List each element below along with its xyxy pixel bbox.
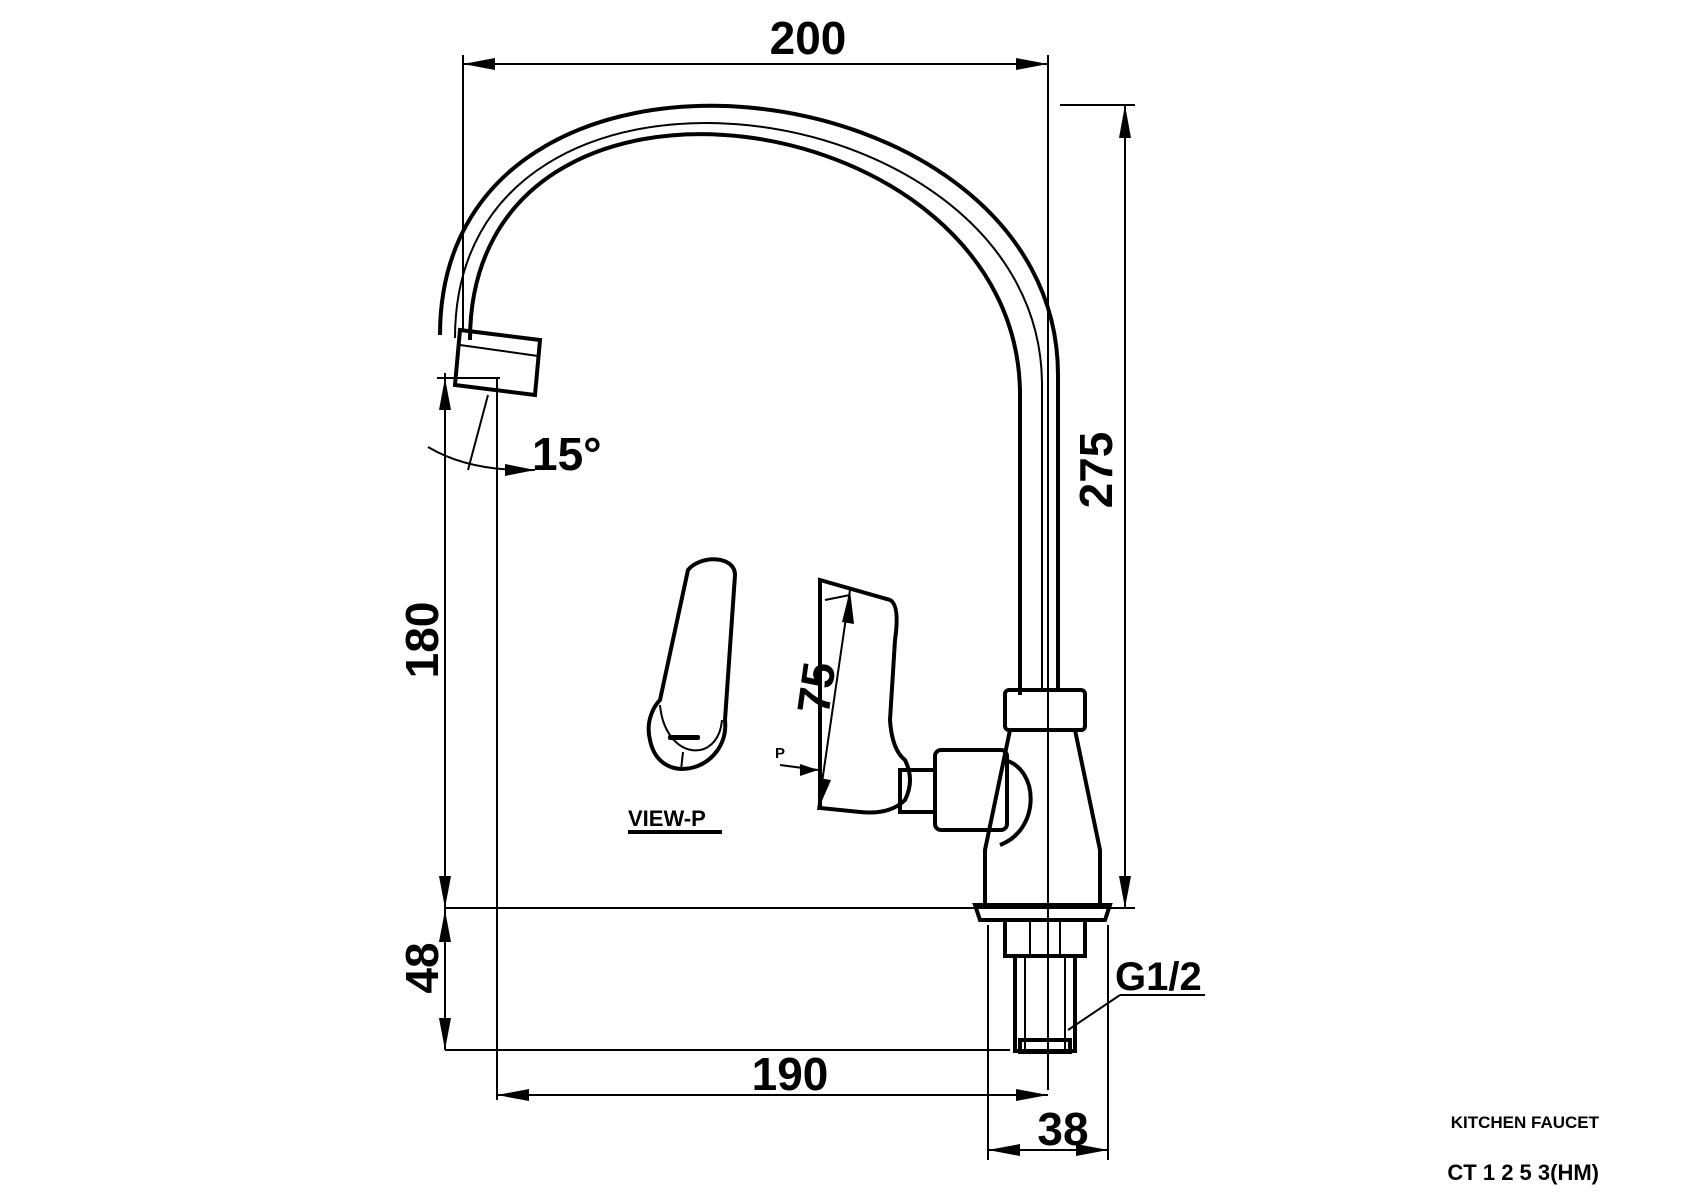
view-p-label: VIEW-P: [628, 806, 706, 831]
dimension-lines: [427, 55, 1205, 1160]
faucet-outline: [438, 103, 1113, 1054]
view-p-handle: [646, 557, 738, 771]
dim-spout-angle: 15°: [532, 428, 602, 480]
dim-shank-length: 48: [396, 942, 448, 993]
dim-base-width: 190: [752, 1048, 829, 1100]
thread-label: G1/2: [1115, 955, 1202, 999]
p-marker: P: [775, 745, 785, 762]
dim-handle-length: 75: [787, 659, 846, 717]
dim-base-diameter: 38: [1037, 1103, 1088, 1155]
dim-height-spout: 180: [396, 602, 448, 679]
model-code-label: CT 1 2 5 3(HM): [1447, 1160, 1599, 1185]
dim-height-total: 275: [1070, 432, 1122, 509]
dim-width-top: 200: [770, 12, 847, 64]
product-type-label: KITCHEN FAUCET: [1451, 1113, 1600, 1132]
